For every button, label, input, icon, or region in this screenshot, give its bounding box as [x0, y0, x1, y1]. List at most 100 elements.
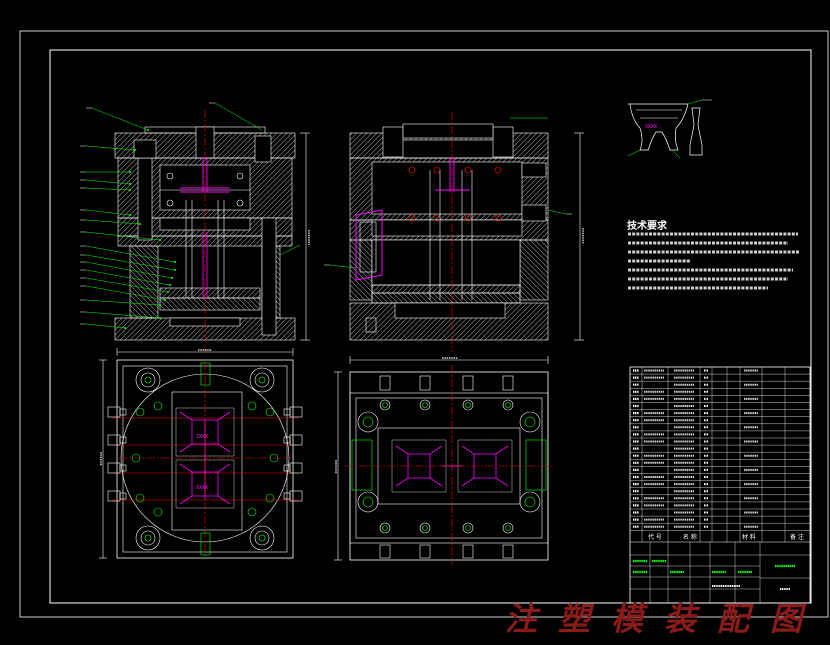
title-block-material-header: 材 料 — [742, 533, 756, 541]
leader-line — [85, 219, 141, 225]
screw-hole — [379, 399, 391, 411]
cavity-pocket — [171, 391, 243, 531]
water-fitting-left-nut — [107, 462, 121, 474]
leader-dot — [168, 283, 172, 287]
guide-bushing-inner — [254, 530, 270, 546]
leader-dot — [163, 298, 167, 302]
leader-line — [687, 99, 703, 105]
screw-hole — [265, 493, 275, 503]
screw-hole — [265, 407, 275, 417]
guide-bushing-outer — [357, 411, 379, 433]
cooling-hole — [464, 166, 472, 174]
leader-line — [85, 179, 131, 185]
outer-border — [19, 30, 829, 618]
guide-pin-hole — [258, 376, 266, 384]
leader-dot — [146, 128, 150, 132]
water-fitting-right-body — [283, 408, 291, 416]
guide-bushing-outer — [249, 367, 275, 393]
leader-line — [85, 323, 126, 329]
screw-hole-inner — [382, 402, 388, 408]
leader-dot — [158, 303, 162, 307]
cooling-hole — [236, 172, 244, 180]
guide-pin-hole — [144, 534, 152, 542]
leader-line — [85, 231, 161, 241]
guide-bushing-inner — [254, 372, 270, 388]
guide-bushing-outer — [135, 367, 161, 393]
guide-bushing-inner — [140, 372, 156, 388]
leader-dot — [158, 238, 162, 242]
title-block-code-header: 代 号 — [648, 533, 662, 541]
spacer-left — [349, 239, 373, 301]
screw-hole — [247, 401, 257, 411]
part-section-outline — [628, 103, 689, 151]
cooling-hole — [464, 214, 472, 222]
guide-pin-hole — [258, 534, 266, 542]
drawing-geometry — [19, 30, 829, 618]
leader-line — [627, 149, 641, 157]
leader-line — [329, 264, 357, 269]
guide-bushing-inner — [362, 496, 374, 508]
water-fitting-right-nut — [289, 406, 303, 418]
slider-outline — [355, 209, 383, 281]
water-fitting-top — [502, 375, 514, 391]
guide-bushing-inner — [524, 416, 536, 428]
water-fitting-right-nut — [289, 462, 303, 474]
leader-dot — [170, 276, 174, 280]
leader-dot — [123, 326, 127, 330]
screw-hole — [135, 407, 145, 417]
plan-view-moving-half — [334, 356, 553, 565]
part-marking-detail: XXXX — [645, 124, 657, 130]
leader-dot — [128, 188, 132, 192]
leader-line — [85, 245, 176, 263]
slide-left — [351, 439, 373, 491]
screw-hole-inner — [382, 525, 388, 531]
leader-line — [85, 261, 173, 279]
ejector-space — [371, 239, 521, 286]
leader-line — [547, 209, 567, 215]
cavity-zone — [371, 161, 523, 215]
guide-bushing-inner — [362, 416, 374, 428]
sprue-gate-top — [200, 362, 211, 386]
cavity-outline — [175, 407, 235, 509]
drawing-frame — [19, 30, 829, 618]
leader-line — [85, 269, 171, 286]
screw-left — [382, 126, 404, 158]
cooling-hole — [236, 199, 244, 207]
sprue-runner — [180, 158, 230, 193]
spacer-right — [519, 239, 549, 301]
water-fitting-top — [462, 375, 474, 391]
leader-dot — [173, 268, 177, 272]
part-side-profile — [689, 107, 703, 156]
leader-line — [214, 102, 263, 131]
guide-pin-left — [137, 157, 153, 241]
ejector-retainer — [371, 284, 521, 294]
screw-head-right — [254, 135, 272, 163]
screw-hole — [135, 493, 145, 503]
leader-line — [91, 107, 149, 131]
leader-line — [85, 209, 131, 216]
title-block-outline — [629, 366, 811, 604]
screw-hole — [462, 399, 474, 411]
plate-inner — [355, 397, 543, 539]
water-fitting-bottom — [419, 544, 431, 559]
side-section-view — [324, 112, 584, 352]
core-part-left — [395, 445, 443, 487]
part-section-inner — [636, 109, 682, 119]
plan-view-fixed-half — [99, 348, 303, 559]
screw-hole-inner — [505, 402, 511, 408]
title-block-remark-header: 备 注 — [790, 533, 804, 541]
sprue-gate-bottom — [200, 532, 211, 556]
title-block-name-header: 名 称 — [683, 533, 697, 541]
water-fitting-left-nut — [107, 490, 121, 502]
core-plate-outline — [349, 392, 549, 544]
leader-line — [671, 149, 681, 159]
screw-hole-inner — [465, 402, 471, 408]
water-fitting-right-nut — [289, 490, 303, 502]
core-zone — [371, 219, 523, 237]
leader-line — [85, 145, 136, 151]
screw-hole-inner — [465, 525, 471, 531]
water-fitting-bottom — [462, 544, 474, 559]
leader-dot — [138, 222, 142, 226]
screw-hole — [153, 401, 163, 411]
